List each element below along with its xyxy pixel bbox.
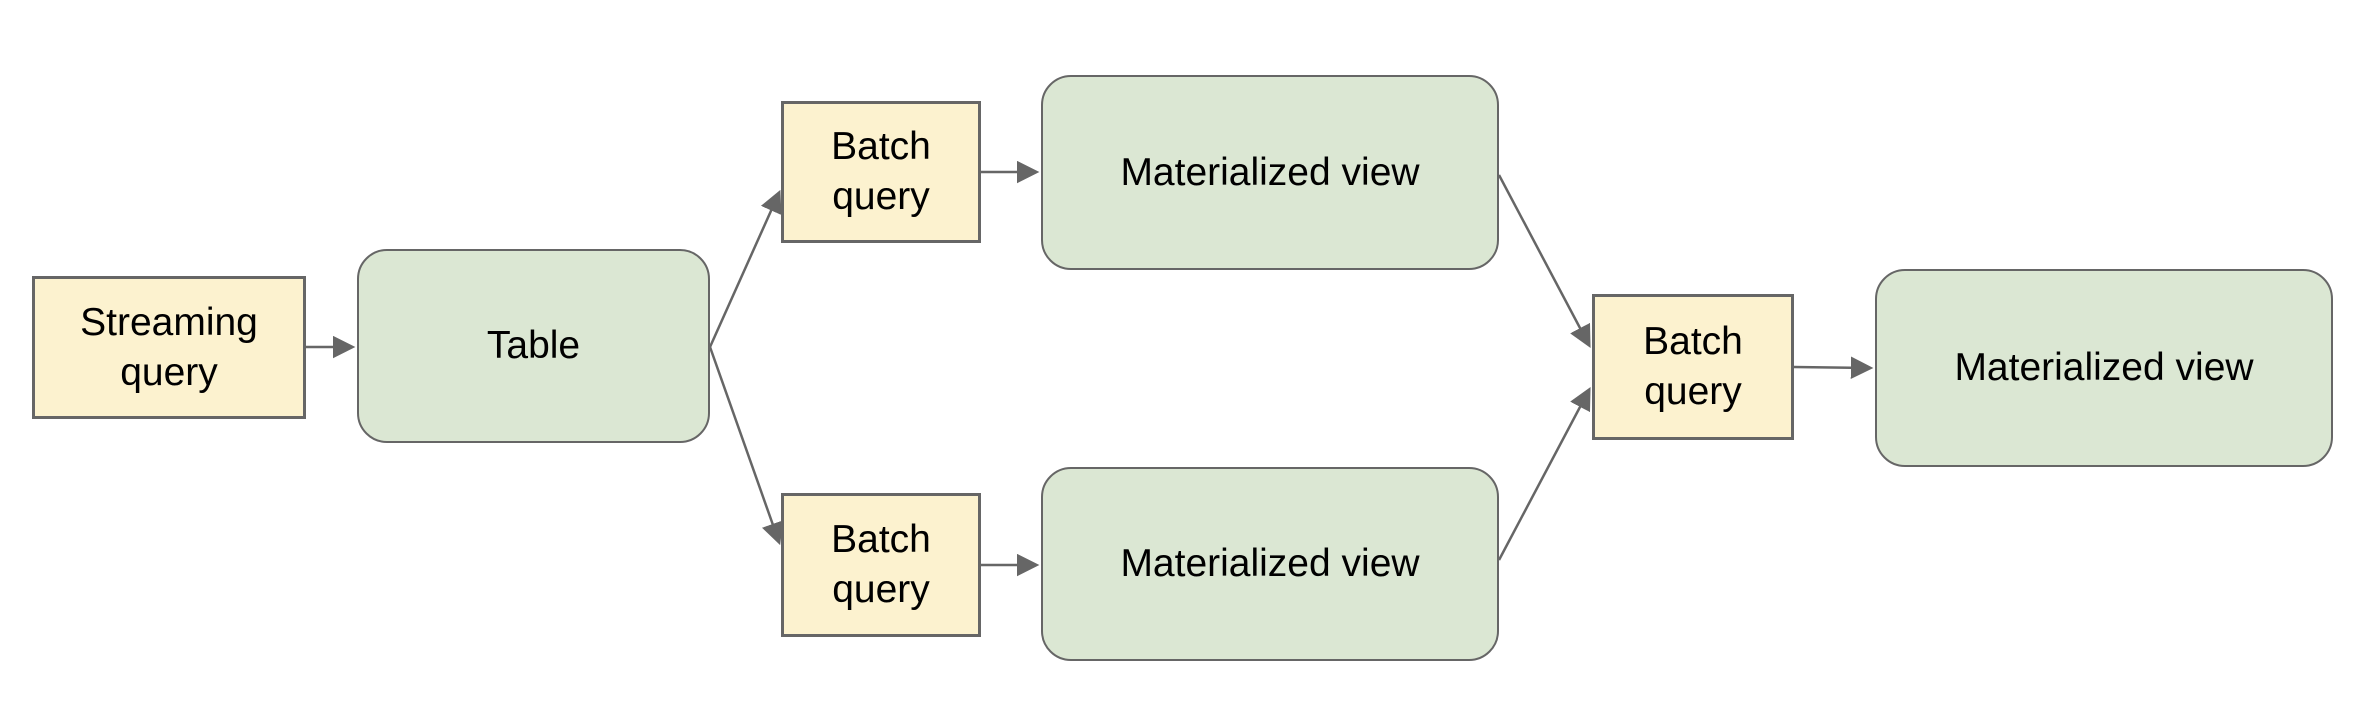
node-batch-query-top: Batch query xyxy=(781,101,981,243)
node-batch-query-right: Batch query xyxy=(1592,294,1794,440)
edge-table-to-batch-query-top xyxy=(708,189,782,348)
node-label: Streaming query xyxy=(80,300,258,394)
edge-materialized-view-top-to-batch-query-right xyxy=(1497,174,1591,348)
node-label: Batch query xyxy=(831,518,931,611)
node-table: Table xyxy=(357,249,710,443)
node-streaming-query: Streaming query xyxy=(32,276,306,419)
node-label: Table xyxy=(486,324,581,368)
node-label: Batch query xyxy=(831,125,931,218)
node-label: Materialized view xyxy=(1120,150,1420,194)
edge-materialized-view-bottom-to-batch-query-right xyxy=(1497,387,1591,561)
node-label: Materialized view xyxy=(1954,346,2254,390)
node-materialized-view-bottom: Materialized view xyxy=(1041,467,1499,661)
node-batch-query-bottom: Batch query xyxy=(781,493,981,637)
node-label: Batch query xyxy=(1643,320,1743,413)
edge-table-to-batch-query-bottom xyxy=(708,346,784,546)
edge-batch-query-right-to-materialized-view-right xyxy=(1793,356,1874,379)
node-label: Materialized view xyxy=(1120,542,1420,586)
node-materialized-view-right: Materialized view xyxy=(1875,269,2333,467)
node-materialized-view-top: Materialized view xyxy=(1041,75,1499,270)
